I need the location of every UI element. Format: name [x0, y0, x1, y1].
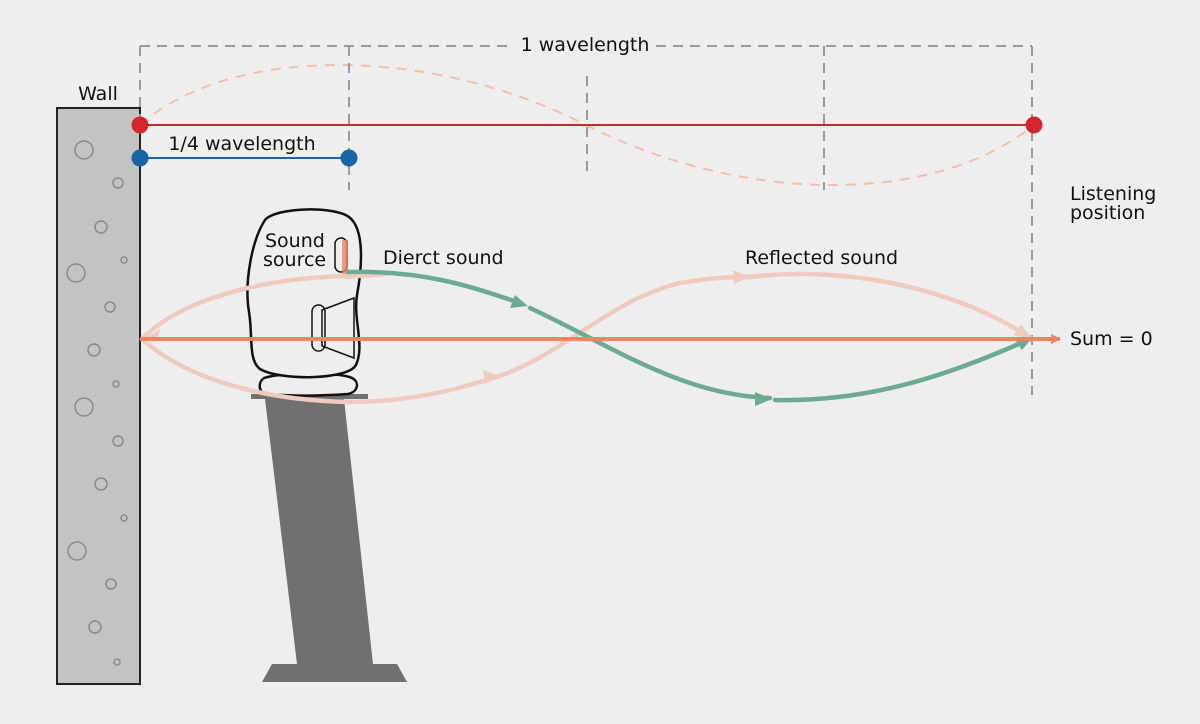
quarter-wavelength-marker — [131, 149, 358, 167]
sum-label: Sum = 0 — [1070, 328, 1153, 350]
reflected-sound-label: Reflected sound — [745, 247, 898, 269]
wall-label: Wall — [78, 83, 118, 105]
direct-sound-wave — [345, 269, 1033, 403]
wall — [56, 107, 141, 685]
sound-source-label-line2: source — [263, 249, 326, 271]
direct-sound-arrowheads — [510, 295, 1032, 406]
one-wavelength-label: 1 wavelength — [521, 34, 650, 56]
wall-texture — [66, 140, 128, 666]
speaker-stand — [251, 394, 407, 682]
direct-sound-label: Dierct sound — [383, 247, 504, 269]
woofer-icon — [311, 304, 326, 352]
listening-position-label-line2: position — [1070, 202, 1145, 224]
one-wavelength-marker — [131, 116, 1043, 134]
sound-source-label-line1: Sound — [265, 230, 325, 252]
quarter-wavelength-label: 1/4 wavelength — [168, 133, 315, 155]
listening-position-label-line1: Listening — [1070, 183, 1156, 205]
